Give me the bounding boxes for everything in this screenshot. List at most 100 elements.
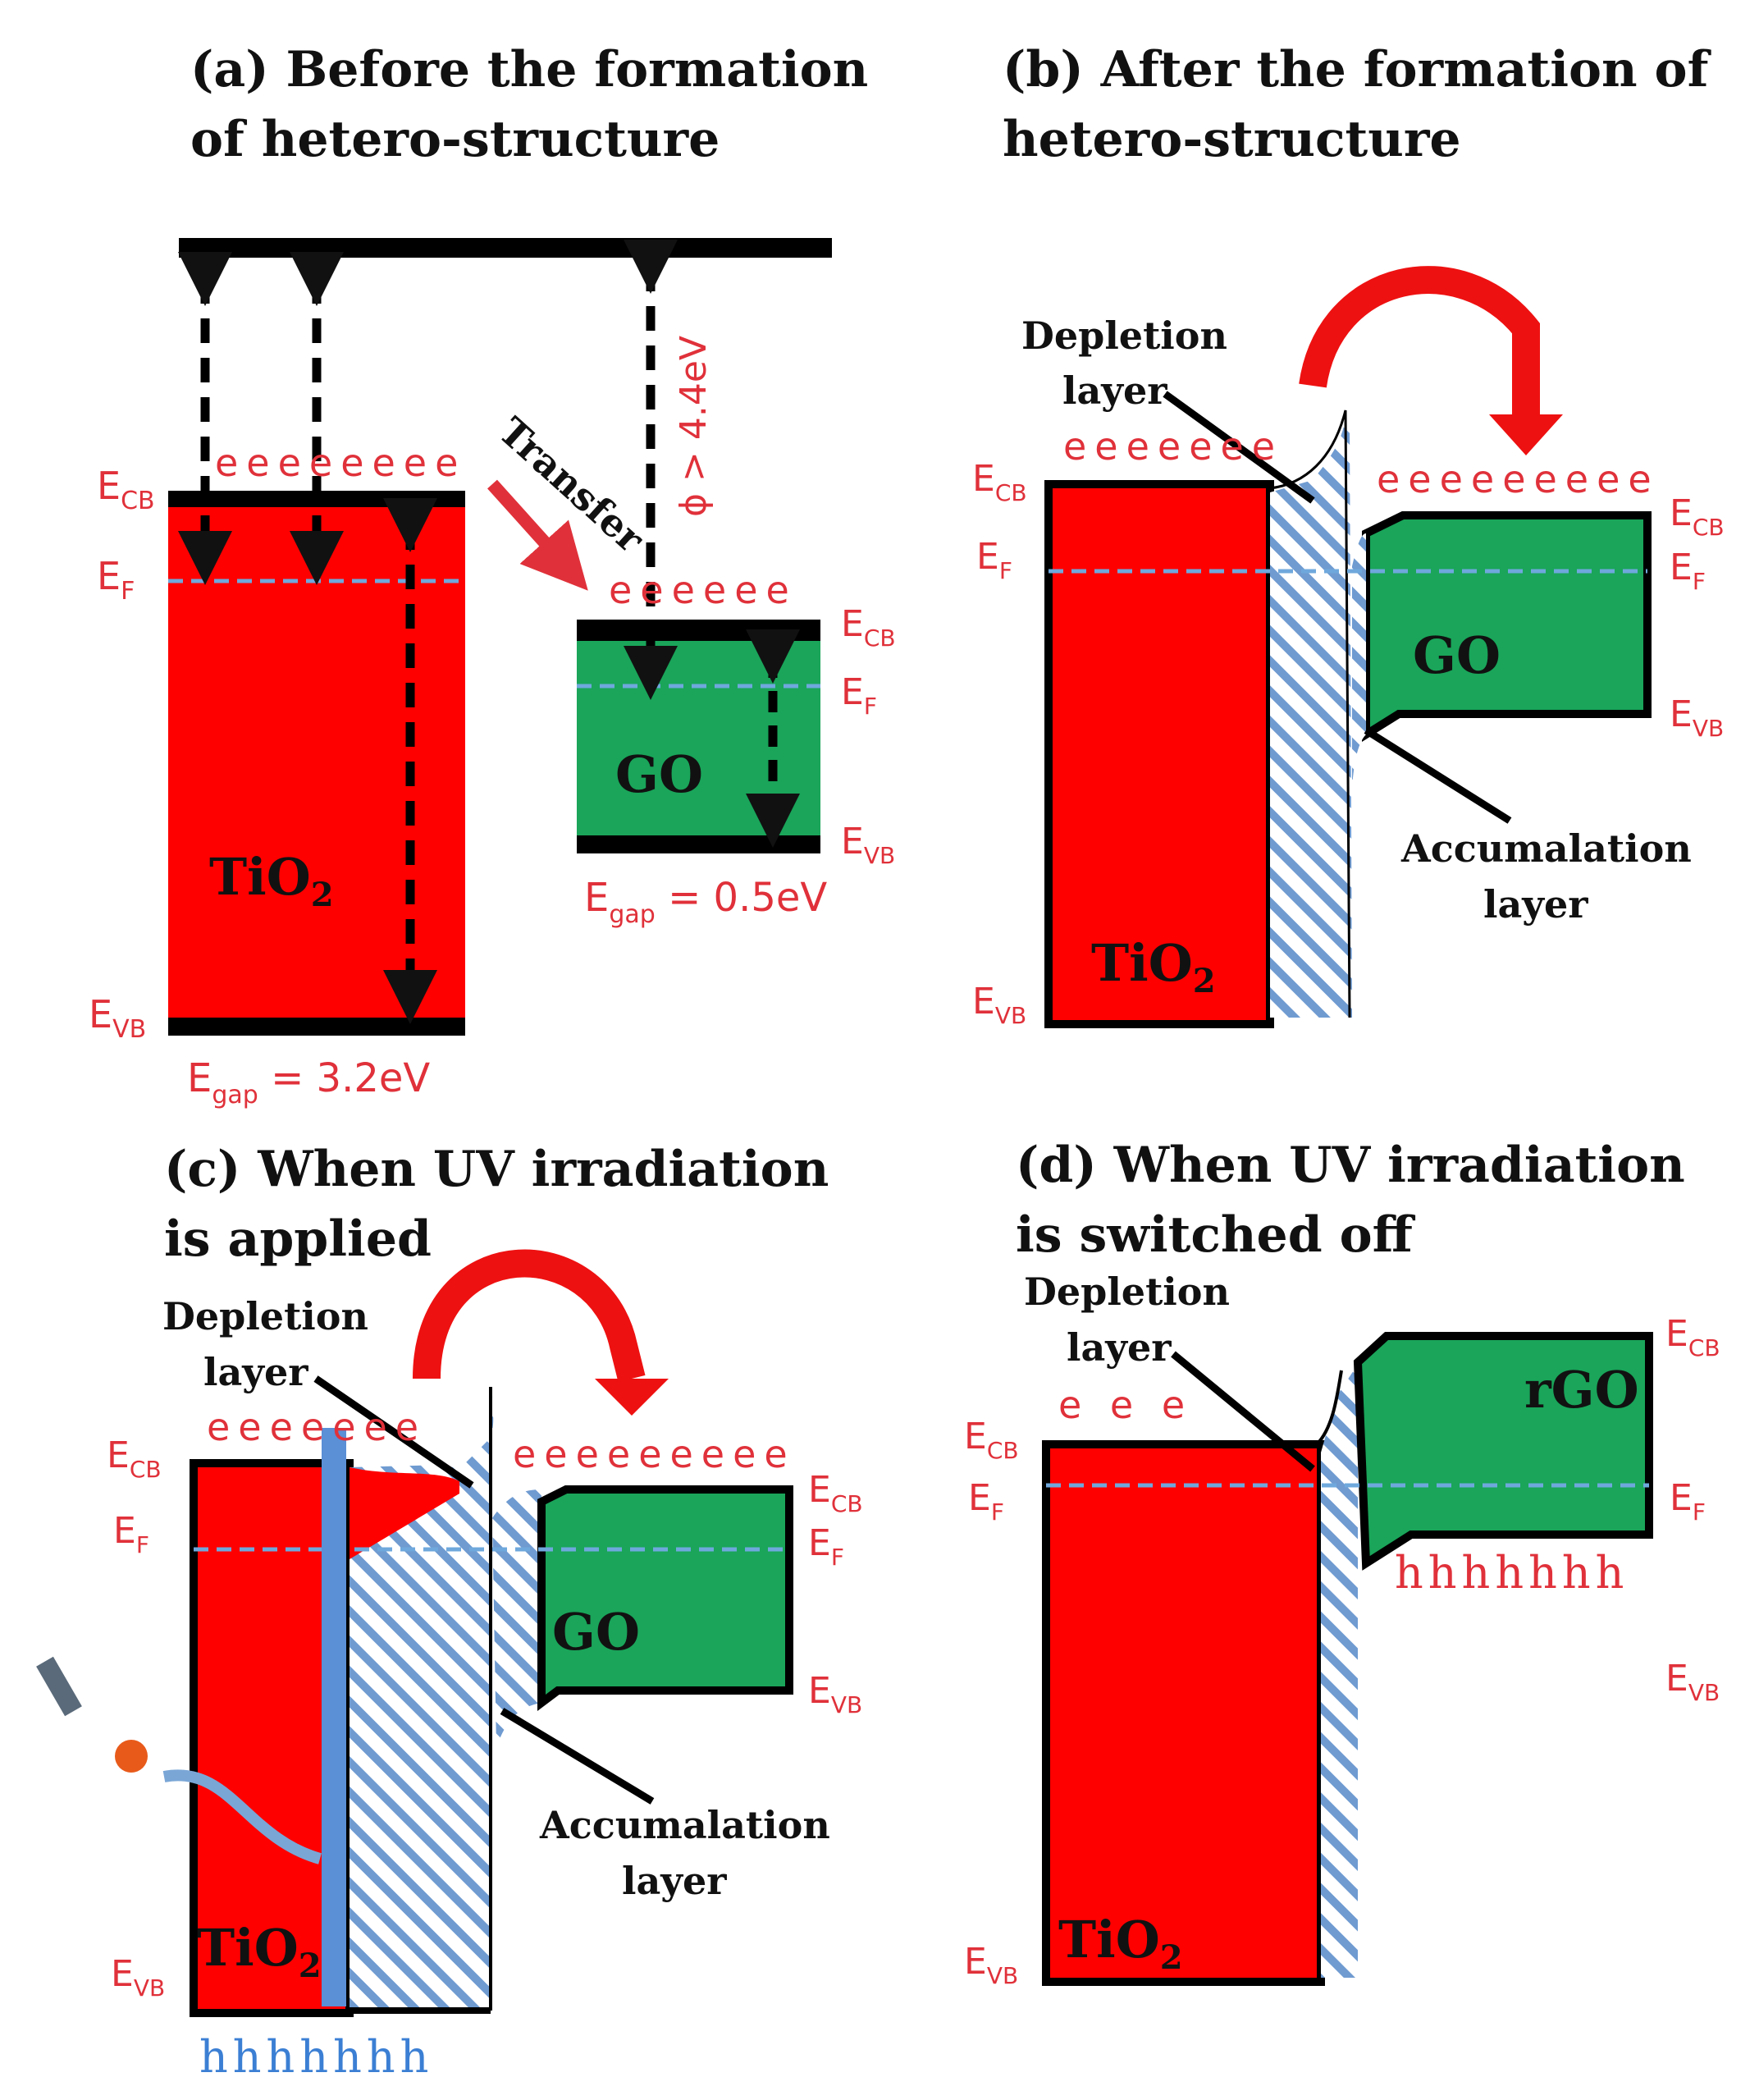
uv-beam-path [162, 1769, 322, 1864]
depletion-label-1: Depletion [1024, 1270, 1230, 1314]
left-evb-label: EVB [972, 981, 1026, 1029]
transfer-arrow [487, 479, 588, 591]
tio2-electrons: eeeeeee [1063, 424, 1283, 469]
right-ef-label: EF [1670, 1477, 1706, 1526]
panel-b: (b) After the formation of hetero-struct… [972, 41, 1725, 1029]
left-ecb-label: ECB [964, 1416, 1019, 1464]
tio2-vb-edge [168, 1018, 465, 1036]
tio2-ef-label: EF [97, 554, 135, 606]
tio2-electrons: e e e [1058, 1383, 1193, 1427]
uv-excitation-beam [322, 1428, 346, 2006]
left-ecb-label: ECB [972, 458, 1027, 506]
go-block [1362, 511, 1652, 743]
go-vb-edge [577, 835, 820, 853]
go-label: GO [552, 1602, 640, 1662]
left-ef-label: EF [968, 1477, 1004, 1526]
right-evb-label: EVB [1670, 693, 1724, 742]
depletion-label-2: layer [1067, 1325, 1172, 1370]
panel-d-title-line2: is switched off [1016, 1206, 1416, 1264]
tio2-block [1044, 480, 1274, 1028]
go-ecb-label: ECB [841, 603, 896, 652]
transfer-curved-arrow [1299, 266, 1540, 419]
panel-a-title-line1: (a) Before the formation [190, 41, 868, 98]
tio2-block [1042, 1440, 1325, 1986]
panel-b-title-line2: hetero-structure [1003, 111, 1461, 168]
rgo-block [1353, 1332, 1653, 1571]
transfer-arrowhead [595, 1379, 669, 1416]
panel-d-title-line1: (d) When UV irradiation [1016, 1137, 1685, 1194]
accumulation-pointer [500, 1708, 655, 1805]
go-block [577, 632, 820, 847]
go-electrons: eeeeeeeee [1377, 457, 1660, 501]
accumulation-label-2: layer [1483, 882, 1588, 926]
phi-label: ϕ > 4.4eV [673, 336, 715, 517]
go-electrons: eeeeee [609, 568, 797, 612]
accumulation-layer [492, 1489, 541, 1748]
depletion-label-2: layer [1062, 368, 1167, 413]
right-ecb-label: ECB [1670, 492, 1725, 541]
go-ef-label: EF [841, 671, 877, 720]
panel-c-title-line2: is applied [164, 1210, 432, 1268]
right-ef-label: EF [808, 1522, 844, 1571]
right-evb-label: EVB [1665, 1658, 1720, 1706]
depletion-pointer [1163, 391, 1315, 504]
go-label: GO [1413, 625, 1501, 685]
depletion-label-1: Depletion [1021, 313, 1227, 358]
holes: hhhhhhh [1395, 1547, 1629, 1599]
depletion-pointer [313, 1375, 474, 1489]
left-ecb-label: ECB [107, 1434, 162, 1483]
go-evb-label: EVB [841, 821, 895, 869]
go-cb-edge [577, 620, 820, 641]
panel-b-title-line1: (b) After the formation of [1003, 41, 1712, 98]
uv-burst-icon [115, 1740, 148, 1773]
transfer-arrowhead [1489, 414, 1563, 455]
depletion-layer [1321, 1370, 1358, 1978]
right-evb-label: EVB [808, 1670, 862, 1718]
tio2-evb-label: EVB [89, 992, 146, 1044]
rgo-label: rGO [1524, 1360, 1639, 1420]
tio2-ecb-label: ECB [97, 464, 155, 515]
interface-line [1315, 1370, 1343, 1446]
depletion-pointer [1171, 1351, 1315, 1472]
holes: hhhhhhh [199, 2031, 433, 2083]
accumulation-label-1: Accumalation [1400, 826, 1692, 871]
go-egap-label: Egap = 0.5eV [584, 875, 827, 929]
transfer-curved-arrow [413, 1249, 646, 1383]
go-electrons: eeeeeeeee [513, 1432, 796, 1476]
depletion-label-2: layer [203, 1350, 308, 1394]
panel-c: (c) When UV irradiation is applied Deple… [36, 1141, 863, 2083]
depletion-label-1: Depletion [162, 1294, 368, 1338]
left-evb-label: EVB [964, 1941, 1018, 1989]
vacuum-level-line [179, 238, 832, 258]
accumulation-label-2: layer [622, 1859, 727, 1903]
accumulation-label-1: Accumalation [539, 1803, 830, 1847]
depletion-red-edge [350, 1467, 459, 1559]
tio2-block [168, 492, 465, 1030]
uv-lamp-icon [36, 1656, 82, 1717]
left-ef-label: EF [976, 536, 1012, 584]
tio2-label: TiO2 [1058, 1910, 1183, 1977]
tio2-label: TiO2 [1091, 933, 1216, 1000]
tio2-egap-label: Egap = 3.2eV [187, 1055, 430, 1109]
tio2-label: TiO2 [209, 847, 334, 914]
accumulation-pointer [1364, 727, 1512, 824]
panel-a-title-line2: of hetero-structure [190, 111, 720, 168]
tio2-label: TiO2 [197, 1918, 322, 1985]
right-ecb-label: ECB [1665, 1313, 1720, 1361]
right-ecb-label: ECB [808, 1469, 863, 1517]
left-ef-label: EF [113, 1510, 149, 1558]
tio2-electrons: eeeeeeee [215, 441, 466, 485]
right-ef-label: EF [1670, 547, 1706, 595]
depletion-layer [1270, 419, 1352, 1018]
panel-a: (a) Before the formation of hetero-struc… [89, 41, 896, 1109]
go-block [537, 1485, 793, 1711]
go-label: GO [615, 744, 703, 804]
tio2-electrons: eeeeeee [207, 1405, 427, 1449]
transfer-label: Transfer [491, 409, 653, 561]
accumulation-layer [1352, 533, 1366, 788]
panel-c-title-line1: (c) When UV irradiation [164, 1141, 829, 1198]
interface-line [1269, 409, 1351, 1018]
panel-d: (d) When UV irradiation is switched off … [964, 1137, 1720, 1989]
left-evb-label: EVB [111, 1953, 165, 2002]
